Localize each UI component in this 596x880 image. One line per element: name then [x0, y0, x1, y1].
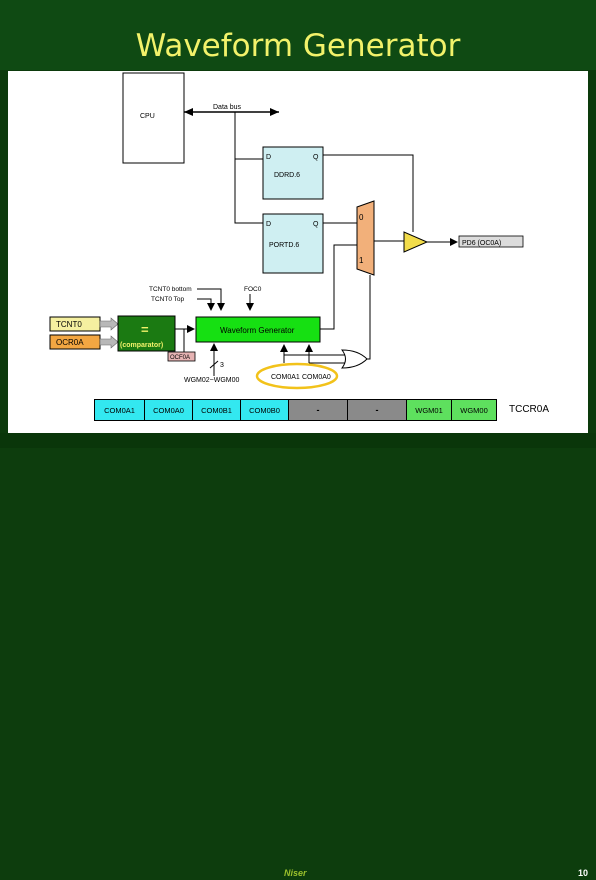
register-bit: COM0A1 [94, 399, 145, 421]
port-d-pin: D [266, 221, 271, 228]
diagram-area: CPU Data bus D Q DDRD.6 D Q PORTD.6 [8, 71, 588, 433]
com0a-highlight-ellipse [255, 362, 339, 390]
comparator-block [117, 315, 176, 352]
wgm-bus-width: 3 [220, 362, 224, 369]
footer-bar: Niser 10 [0, 433, 596, 878]
wg-to-mux-wire [320, 244, 357, 330]
foc0-label: FOC0 [244, 286, 262, 293]
tccr0a-register: COM0A1 COM0A0 COM0B1 COM0B0 - - WGM01 WG… [94, 399, 549, 421]
footer-logo: Niser [284, 868, 307, 878]
tcnt0-to-comparator-arrow [99, 317, 119, 331]
cpu-box [122, 72, 185, 164]
waveform-generator-label: Waveform Generator [220, 326, 295, 335]
register-bit: COM0B0 [241, 399, 289, 421]
title-bar: Waveform Generator [0, 0, 596, 70]
or-to-mux-select-wire [367, 275, 371, 360]
register-bit-label: WGM01 [415, 405, 443, 415]
page-number: 10 [577, 868, 588, 878]
comparator-symbol: = [141, 322, 149, 337]
ocr0a-register-label: OCR0A [56, 338, 84, 347]
register-bit-label: - [316, 405, 320, 415]
ddr-q-to-buffer-enable [323, 154, 414, 232]
wgm-label: WGM02~WGM00 [184, 377, 240, 384]
data-bus-label: Data bus [213, 104, 242, 111]
waveform-generator-block [195, 316, 321, 343]
data-bus-arrowhead-left [184, 108, 193, 116]
ddr-d-pin: D [266, 154, 271, 161]
register-bit-label: - [375, 405, 379, 415]
mux [356, 200, 375, 276]
comparator-label: (comparator) [120, 342, 163, 349]
bus-to-ddr-wire [234, 112, 263, 160]
register-bit-label: COM0B0 [249, 405, 280, 415]
register-bit: WGM01 [407, 399, 452, 421]
ocr0a-to-comparator-arrow [99, 335, 119, 349]
data-bus-arrowhead-right [270, 108, 279, 116]
tcnt0-bottom-wire [197, 288, 225, 311]
com0a0-label: COM0A0 [302, 374, 331, 381]
wgm-bus-slash [209, 360, 219, 369]
ddr-label: DDRD.6 [274, 172, 300, 179]
output-pin-box [458, 235, 524, 248]
register-name: TCCR0A [509, 404, 550, 415]
com0a1-label: COM0A1 [271, 374, 300, 381]
register-bit-label: COM0A0 [153, 405, 184, 415]
ocf0a-box [167, 351, 196, 362]
ddr-q-pin: Q [313, 154, 319, 161]
output-pin-label: PD6 (OC0A) [462, 240, 501, 247]
port-label: PORTD.6 [269, 242, 299, 249]
register-bit: - [289, 399, 348, 421]
waveform-generator-diagram: CPU Data bus D Q DDRD.6 D Q PORTD.6 [49, 72, 524, 390]
tcnt0-top-wire [197, 298, 215, 311]
port-q-pin: Q [313, 221, 319, 228]
register-bit: WGM00 [452, 399, 497, 421]
register-bit: COM0B1 [193, 399, 241, 421]
register-bit: COM0A0 [145, 399, 193, 421]
mux-input-0: 0 [359, 213, 364, 222]
mux-input-1: 1 [359, 256, 364, 265]
slide-title: Waveform Generator [135, 28, 461, 64]
cpu-label: CPU [140, 113, 155, 120]
register-bit-label: COM0B1 [201, 405, 232, 415]
bus-to-port-wire [234, 159, 263, 224]
ddr-flipflop [262, 146, 324, 200]
ocf0a-label: OCF0A [170, 355, 190, 361]
output-buffer [403, 231, 429, 253]
or-gate [340, 349, 368, 369]
tcnt0-bottom-label: TCNT0 bottom [149, 286, 192, 293]
register-bit: - [348, 399, 407, 421]
register-bit-label: WGM00 [460, 405, 488, 415]
tcnt0-register-label: TCNT0 [56, 320, 82, 329]
tcnt0-top-label: TCNT0 Top [151, 296, 184, 303]
register-bit-label: COM0A1 [104, 405, 135, 415]
port-flipflop [262, 213, 324, 274]
